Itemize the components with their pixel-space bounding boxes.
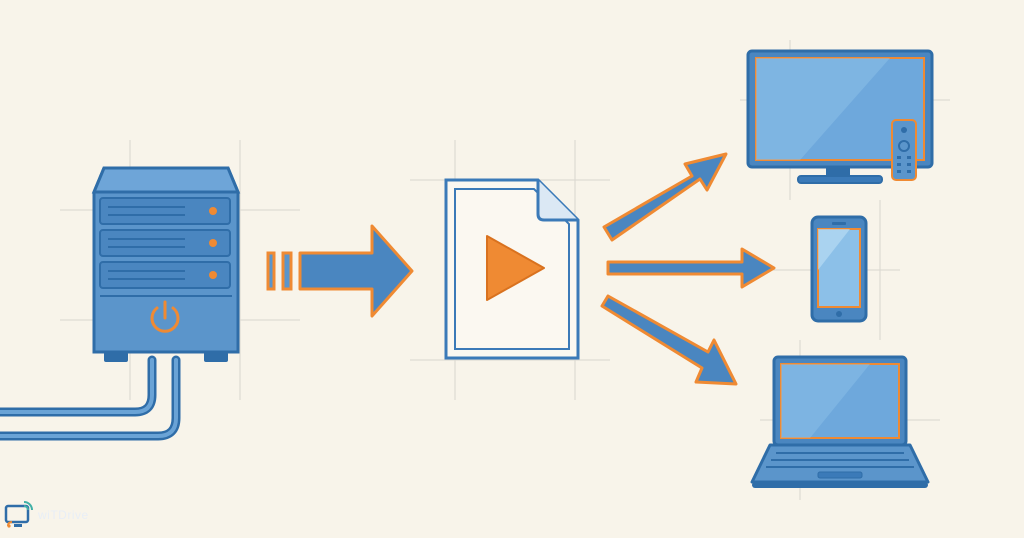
cast-logo-icon xyxy=(4,501,33,528)
arrow-file-to-tv xyxy=(602,152,728,242)
server-cables xyxy=(0,355,181,441)
power-icon xyxy=(150,300,180,333)
laptop-icon xyxy=(750,355,930,488)
media-server-icon xyxy=(91,166,241,362)
play-icon xyxy=(486,235,545,301)
arrow-file-to-phone xyxy=(606,247,776,289)
watermark-text: wiTDrive xyxy=(38,508,89,522)
watermark: wiTDrive xyxy=(4,500,124,532)
arrow-server-to-file xyxy=(266,224,414,318)
arrow-file-to-laptop xyxy=(600,294,738,386)
video-file-icon xyxy=(444,178,580,360)
television-icon xyxy=(746,49,934,184)
smartphone-icon xyxy=(810,215,868,323)
remote-control-icon xyxy=(891,119,917,181)
